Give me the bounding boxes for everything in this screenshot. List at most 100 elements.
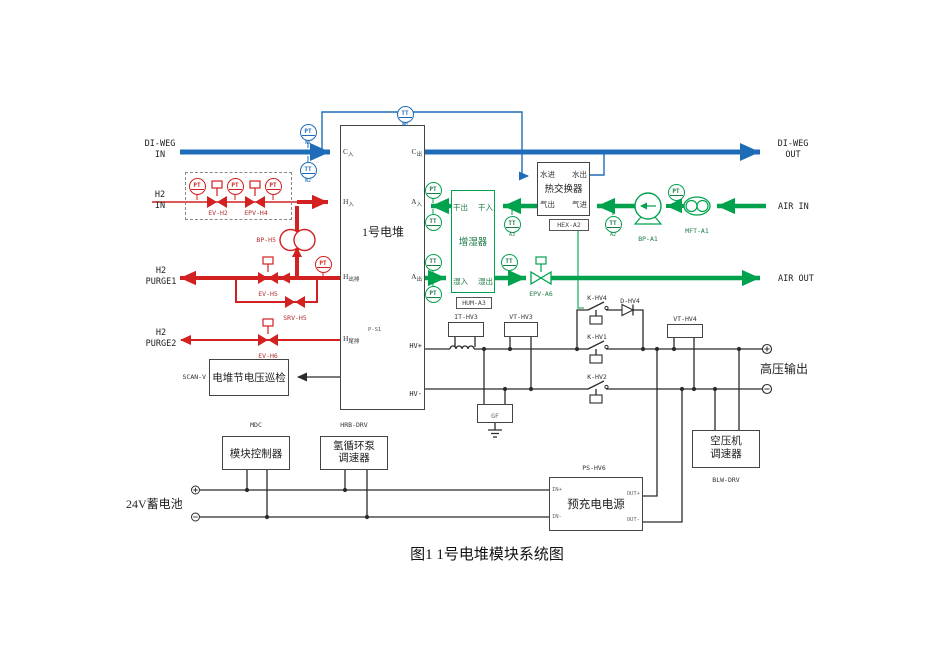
tt-instrument-tag: A3 — [508, 232, 516, 238]
scan-v-tag: SCAN-V — [182, 373, 206, 381]
stack-ps1-tag: P-S1 — [368, 327, 382, 333]
stack-port-a-out: A出 — [411, 272, 422, 283]
it-hv3-tag: IT-HV3 — [454, 313, 478, 321]
contact-k-hv2 — [604, 384, 609, 390]
tt-instrument-tag: W2 — [304, 178, 312, 184]
junction-dots — [244, 346, 742, 520]
stack-box — [340, 125, 425, 410]
srv-h5-tag: SRV-H5 — [283, 314, 307, 322]
air-out-label: AIR OUT — [778, 274, 814, 284]
hv-output-label: 高压输出 — [760, 362, 809, 376]
pt-instrument: PT — [424, 285, 442, 303]
gf-label: GF — [491, 412, 499, 420]
battery-label: 24V蓄电池 — [126, 497, 183, 511]
bp-a1-tag: BP-A1 — [638, 235, 658, 243]
pt-instrument: PT — [188, 177, 206, 195]
valve-srv-h5 — [285, 296, 305, 308]
ps-hv6-tag: PS-HV6 — [582, 464, 606, 472]
hex-port-gas-out: 气出 — [540, 200, 555, 209]
mft-a1-tag: MFT-A1 — [685, 227, 709, 235]
ev-h6-tag: EV-H6 — [258, 352, 278, 360]
ev-h5-tag: EV-H5 — [258, 290, 278, 298]
figure-caption: 图1 1号电堆模块系统图 — [410, 547, 564, 563]
hex-name: 热交换器 — [544, 185, 583, 195]
stack-name: 1号电堆 — [361, 225, 404, 239]
precharge-supply-box: 预充电电源 — [549, 477, 643, 531]
vt-hv4-tag: VT-HV4 — [673, 315, 697, 323]
coolant-pipes — [180, 111, 760, 181]
humidifier-port-dry-out: 干出 — [453, 203, 468, 212]
stack-port-h-in: H入 — [343, 197, 354, 208]
cell-voltage-scan-box: 电堆节电压巡检 — [209, 359, 289, 396]
k-hv4-tag: K-HV4 — [587, 294, 607, 302]
stack-port-c-in: C入 — [343, 147, 354, 158]
module-controller-label: 模块控制器 — [229, 448, 283, 460]
tt-instrument: TT — [424, 253, 442, 271]
hex-port-water-out: 水出 — [572, 170, 587, 179]
purge1-valve-arrow — [279, 272, 290, 284]
stack-port-a-in: A入 — [411, 197, 422, 208]
pt-instrument: PT — [299, 123, 317, 141]
tt-instrument-tag: A2 — [609, 232, 617, 238]
h2-pump-driver-line1: 氢循环泵 — [333, 440, 375, 452]
vt-hv3-tag: VT-HV3 — [509, 313, 533, 321]
pt-instrument: PT — [264, 177, 282, 195]
h2-inlet-valve-group-box — [185, 172, 292, 220]
humidifier-port-dry-in: 干入 — [478, 203, 493, 212]
contact-k-hv1 — [604, 344, 609, 350]
hex-port-gas-in: 气进 — [572, 200, 587, 209]
ev-h2-tag: EV-H2 — [208, 209, 228, 217]
hex-port-water-in: 水进 — [540, 170, 555, 179]
stack-port-hv-plus: HV+ — [409, 342, 422, 350]
precharge-supply-label: 预充电电源 — [567, 499, 625, 511]
compressor-driver-line2: 调速器 — [710, 449, 742, 460]
hex-tag: HEX-A2 — [549, 219, 589, 231]
tt-instrument: TT — [424, 213, 442, 231]
air-in-label: AIR IN — [778, 202, 809, 212]
cell-voltage-scan-label: 电堆节电压巡检 — [212, 373, 286, 384]
pt-instrument: PT — [314, 255, 332, 273]
d-hv4-tag: D-HV4 — [620, 297, 640, 305]
blw-drv-tag: BLW-DRV — [712, 476, 740, 484]
humidifier-tag: HUM-A3 — [456, 297, 492, 309]
valve-epv-a6 — [530, 256, 552, 286]
h2-pump-driver-box: 氢循环泵 调速器 — [320, 436, 388, 470]
battery-terminals — [191, 485, 200, 522]
ps-port-out-plus: OUT+ — [626, 491, 640, 497]
recirculation-up-arrow — [292, 247, 302, 257]
stack-port-h-tail: H尾排 — [343, 334, 360, 345]
k-hv1-tag: K-HV1 — [587, 333, 607, 341]
diode-d-hv4 — [621, 303, 635, 317]
air-pipes — [425, 197, 766, 309]
heat-exchanger-box — [537, 162, 590, 216]
pt-instrument-tag: W1 — [304, 140, 312, 146]
valve-ev-h2 — [207, 180, 227, 208]
valve-ev-h5 — [258, 256, 278, 284]
h2-pump-driver-line2: 调速器 — [338, 453, 370, 464]
tt-instrument: TT — [503, 215, 521, 233]
vt-hv3-box — [504, 322, 538, 337]
ps-port-out-minus: OUT- — [626, 517, 640, 523]
hv-output-terminals — [761, 343, 773, 395]
it-hv3-box — [448, 322, 484, 337]
tt-instrument: TT — [604, 215, 622, 233]
humidifier-port-wet-out: 湿出 — [478, 277, 493, 286]
pt-instrument: PT — [424, 181, 442, 199]
ps-port-in-plus: IN+ — [552, 487, 562, 493]
valve-ev-h6 — [258, 318, 278, 346]
humidifier-name: 增湿器 — [458, 238, 488, 248]
stack-port-c-out: C出 — [411, 147, 422, 158]
humidifier-port-wet-in: 湿入 — [453, 277, 468, 286]
ps-port-in-minus: IN- — [552, 514, 562, 520]
epv-a6-tag: EPV-A6 — [529, 290, 553, 298]
hv-bus — [200, 301, 762, 523]
coil-k-hv4 — [589, 315, 603, 325]
pt-instrument: PT — [667, 183, 685, 201]
hrb-drv-tag: HRB-DRV — [340, 421, 368, 429]
mdc-tag: MDC — [250, 421, 262, 429]
